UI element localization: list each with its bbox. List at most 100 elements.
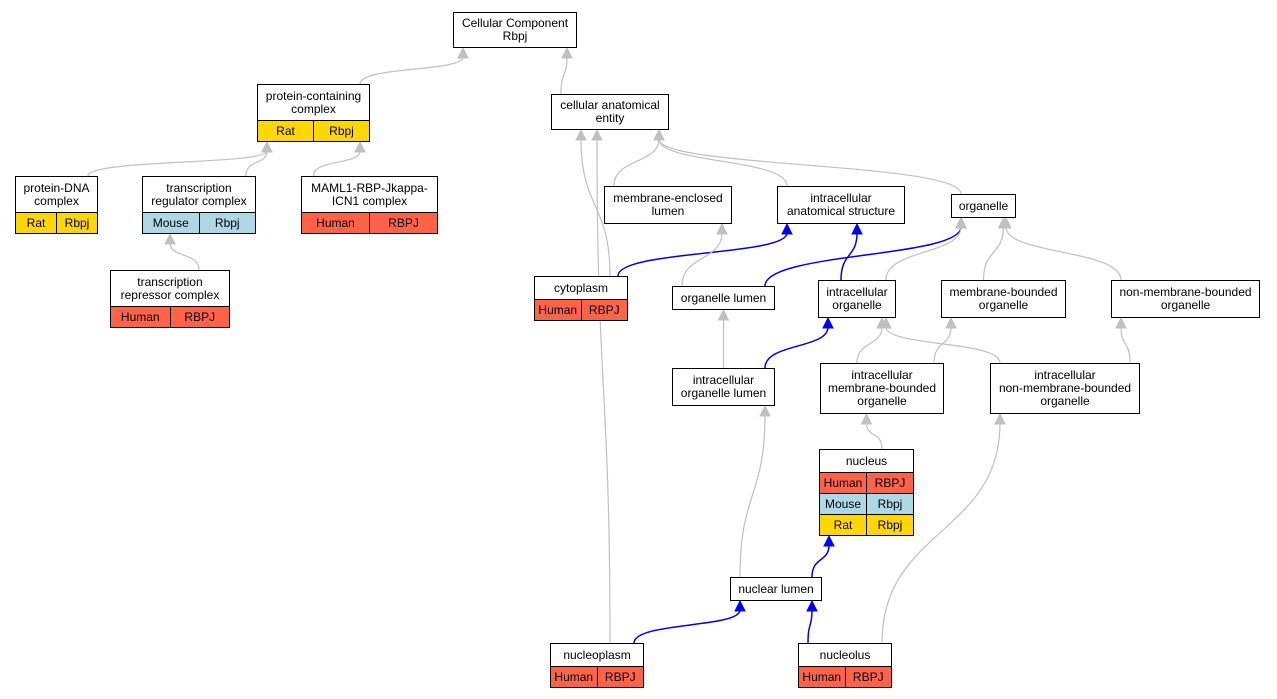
edge-arrowhead <box>261 140 273 153</box>
edge-arrowhead <box>851 222 863 235</box>
gene-cell: RBPJ <box>169 307 230 327</box>
edge-pcc-to-root <box>359 56 464 85</box>
node-inmbo[interactable]: intracellular non-membrane-bounded organ… <box>990 363 1140 414</box>
edge-nucl-to-inmbo <box>881 422 1001 644</box>
node-label: protein-DNA complex <box>23 180 90 208</box>
gene-cell: Rbpj <box>56 213 97 233</box>
species-cell: Human <box>538 302 578 317</box>
edge-arrowhead <box>717 308 730 321</box>
node-label: transcription repressor complex <box>120 274 220 302</box>
species-cell: Human <box>316 215 355 230</box>
edge-arrowhead <box>759 404 771 417</box>
node-iorg[interactable]: intracellular organelle <box>818 280 896 318</box>
node-label: cytoplasm <box>553 280 609 295</box>
gene-cell: RBPJ <box>866 473 913 493</box>
node-label: intracellular organelle <box>826 285 888 312</box>
gene-cell: Rbpj <box>866 515 913 535</box>
species-cell: Human <box>802 669 842 684</box>
edge-arrowhead <box>561 46 573 59</box>
gene-cell: RBPJ <box>596 667 644 687</box>
node-label: intracellular anatomical structure <box>786 191 896 218</box>
edge-arrowhead <box>354 140 366 153</box>
node-label: intracellular organelle lumen <box>680 373 767 400</box>
edge-arrowhead <box>822 316 834 329</box>
edge-ias-to-cae <box>658 138 788 187</box>
edge-nuc-to-imbo <box>865 422 883 450</box>
edge-arrowhead <box>734 599 746 612</box>
ortholog-row: Rat Rbpj <box>16 212 97 233</box>
edge-np-to-nl <box>633 609 741 644</box>
edge-trc-to-pcc <box>245 150 268 177</box>
edge-np-to-cae <box>596 138 611 644</box>
species-cell: Rat <box>833 517 853 532</box>
species-cell: Human <box>823 475 863 490</box>
edge-imbo-to-iorg <box>856 326 883 364</box>
ortholog-row: Rat Rbpj <box>820 514 913 535</box>
edge-arrowhead <box>955 216 967 229</box>
edge-iorg-to-org <box>885 226 962 281</box>
edge-orgl-to-mel <box>681 232 723 287</box>
node-label: non-membrane-bounded organelle <box>1119 285 1252 312</box>
node-label: nuclear lumen <box>738 581 814 596</box>
node-label: nucleolus <box>819 647 871 662</box>
node-mel[interactable]: membrane-enclosed lumen <box>604 186 732 224</box>
edge-arrowhead <box>1115 316 1127 329</box>
edge-arrowhead <box>1000 216 1012 229</box>
edge-arrowhead <box>575 128 587 141</box>
edge-org-to-cae <box>658 138 962 195</box>
edge-arrowhead <box>457 46 469 59</box>
edge-pdna-to-pcc <box>87 150 268 177</box>
gene-cell: RBPJ <box>844 667 892 687</box>
node-iol[interactable]: intracellular organelle lumen <box>672 368 775 406</box>
edge-arrowhead <box>781 222 793 235</box>
gene-cell: RBPJ <box>369 213 437 233</box>
node-label: membrane-enclosed lumen <box>613 191 723 218</box>
edge-arrowhead <box>806 599 818 612</box>
species-cell: Rat <box>26 215 46 230</box>
node-label: Cellular Component Rbpj <box>461 16 569 43</box>
edge-arrowhead <box>860 412 873 425</box>
node-label: transcription regulator complex <box>151 180 247 208</box>
edge-trep-to-trc <box>169 242 200 271</box>
node-nmbo[interactable]: non-membrane-bounded organelle <box>1111 280 1260 318</box>
node-label: MAML1-RBP-Jkappa- ICN1 complex <box>311 180 428 208</box>
edge-mbo-to-org <box>982 226 1005 281</box>
gene-cell: Rbpj <box>313 121 369 141</box>
edge-nucl-to-nl <box>807 609 813 644</box>
edge-arrowhead <box>880 316 892 329</box>
node-imbo[interactable]: intracellular membrane-bounded organelle <box>820 363 944 414</box>
edge-nmbo-to-org <box>1005 226 1122 281</box>
node-nl[interactable]: nuclear lumen <box>730 577 822 601</box>
species-cell: Mouse <box>824 496 862 511</box>
edge-iol-to-iorg <box>764 326 829 369</box>
edge-nl-to-iol <box>739 414 766 578</box>
node-mbo[interactable]: membrane-bounded organelle <box>941 280 1066 318</box>
edge-cae-to-root <box>560 56 568 95</box>
gene-cell: Rbpj <box>866 494 913 514</box>
node-root[interactable]: Cellular Component Rbpj <box>453 12 577 48</box>
node-cae[interactable]: cellular anatomical entity <box>551 94 669 130</box>
node-label: organelle <box>958 198 1009 213</box>
ortholog-row: Mouse Rbpj <box>820 493 913 514</box>
node-org[interactable]: organelle <box>951 194 1016 218</box>
node-label: protein-containing complex <box>265 88 362 116</box>
edge-nl-to-nuc <box>811 544 830 578</box>
species-cell: Rat <box>276 123 295 138</box>
gene-cell: RBPJ <box>580 300 628 320</box>
node-orgl[interactable]: organelle lumen <box>672 286 775 310</box>
node-ias[interactable]: intracellular anatomical structure <box>777 186 905 224</box>
